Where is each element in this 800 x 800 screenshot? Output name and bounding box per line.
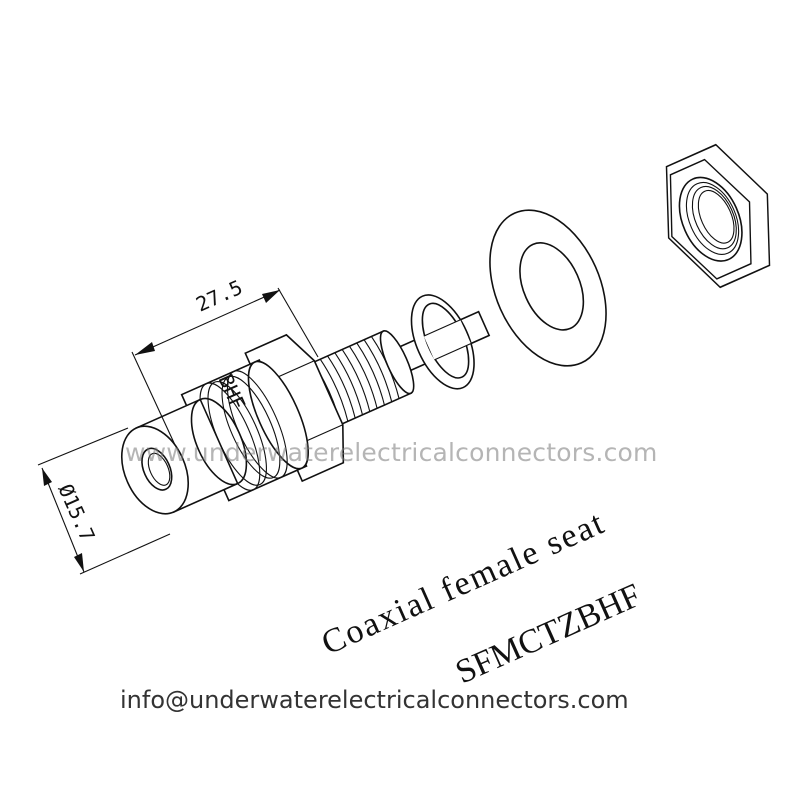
hex-nut	[665, 143, 771, 289]
contact-email: info@underwaterelectricalconnectors.com	[120, 686, 629, 714]
flat-washer	[489, 209, 607, 367]
connector-body: BHF	[121, 294, 491, 515]
dimension-length-text: 27.5	[192, 275, 246, 317]
watermark: www.underwaterelectricalconnectors.com	[125, 438, 658, 467]
